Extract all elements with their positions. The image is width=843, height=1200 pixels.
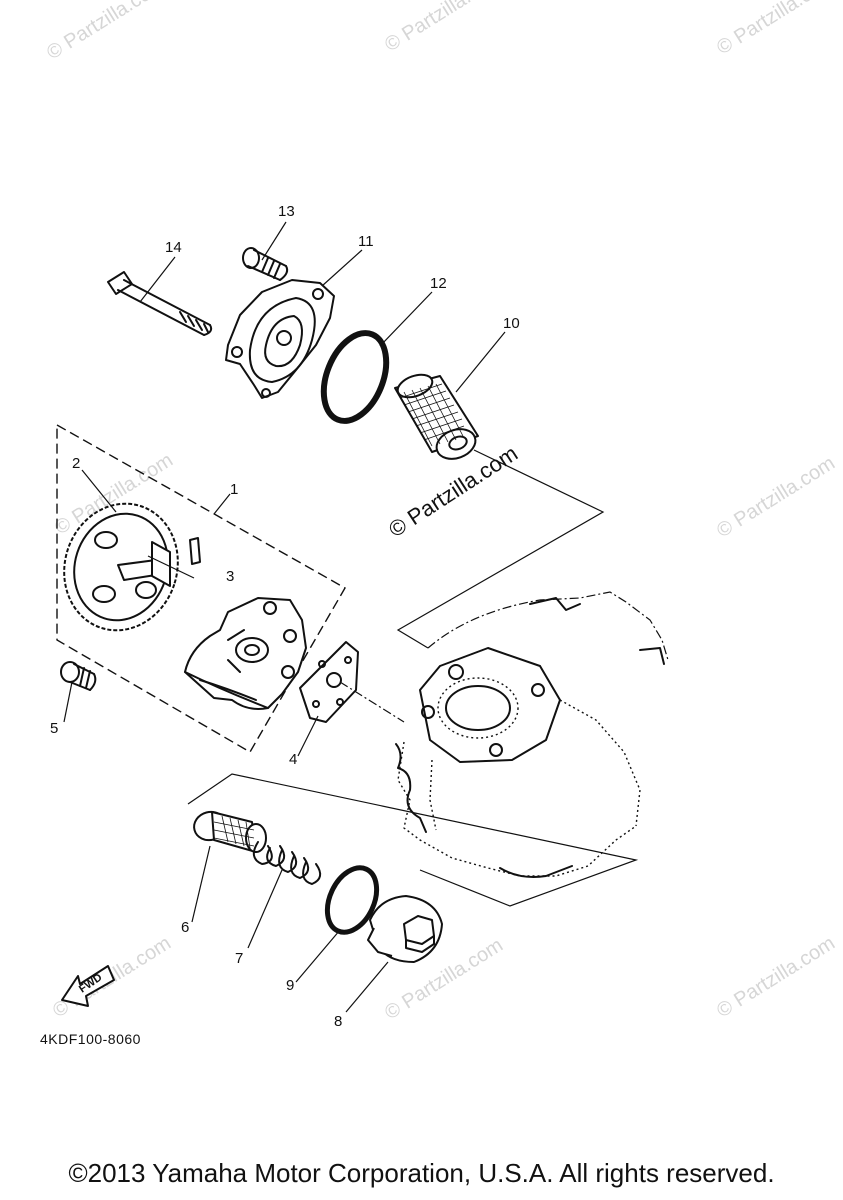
forward-arrow-icon: FWD bbox=[61, 965, 115, 1007]
exploded-view-drawing: © Partzilla.com © Partzilla.com © Partzi… bbox=[40, 0, 839, 1047]
o-ring-small bbox=[324, 865, 380, 935]
callout-8: 8 bbox=[334, 1013, 342, 1030]
callout-labels: 14 13 11 12 10 1 2 3 5 4 6 7 9 8 bbox=[50, 203, 520, 1030]
compression-spring bbox=[252, 841, 322, 885]
callout-9: 9 bbox=[286, 977, 294, 994]
filter-cover bbox=[225, 279, 335, 399]
drawing-number: 4KDF100-8060 bbox=[40, 1031, 141, 1047]
oil-strainer bbox=[193, 810, 267, 853]
o-ring-large bbox=[320, 330, 390, 424]
leader-lines bbox=[63, 221, 506, 1013]
watermark: © Partzilla.com bbox=[43, 0, 169, 64]
callout-12: 12 bbox=[430, 275, 447, 292]
callout-14: 14 bbox=[165, 239, 182, 256]
callout-6: 6 bbox=[181, 919, 189, 936]
callout-7: 7 bbox=[235, 950, 243, 967]
drain-plug bbox=[367, 895, 443, 963]
pan-head-screw bbox=[60, 661, 97, 691]
alignment-line bbox=[339, 681, 405, 723]
callout-10: 10 bbox=[503, 315, 520, 332]
long-bolt bbox=[107, 271, 213, 336]
watermark: © Partzilla.com bbox=[713, 932, 839, 1022]
callout-11: 11 bbox=[358, 233, 374, 250]
callout-13: 13 bbox=[278, 203, 295, 220]
watermark: © Partzilla.com bbox=[713, 452, 839, 542]
leader-frame-strainer bbox=[187, 773, 639, 907]
small-screw bbox=[242, 247, 289, 281]
watermark: © Partzilla.com bbox=[713, 0, 839, 59]
leader-frame-filter bbox=[396, 449, 605, 649]
watermark: © Partzilla.com bbox=[381, 0, 507, 56]
oil-filter-element bbox=[394, 373, 479, 460]
copyright-notice: ©2013 Yamaha Motor Corporation, U.S.A. A… bbox=[68, 1158, 775, 1188]
pump-gasket bbox=[299, 641, 359, 723]
oil-pump-body bbox=[184, 597, 307, 710]
callout-5: 5 bbox=[50, 720, 58, 737]
pump-assembly-frame bbox=[56, 423, 346, 753]
callout-1: 1 bbox=[230, 481, 238, 498]
callout-3: 3 bbox=[226, 568, 234, 585]
crankcase-outline bbox=[395, 591, 669, 878]
dowel-pin bbox=[189, 537, 201, 565]
callout-2: 2 bbox=[72, 455, 80, 472]
pump-drive-gear bbox=[63, 502, 179, 632]
callout-4: 4 bbox=[289, 751, 297, 768]
filter-mesh bbox=[399, 383, 465, 447]
